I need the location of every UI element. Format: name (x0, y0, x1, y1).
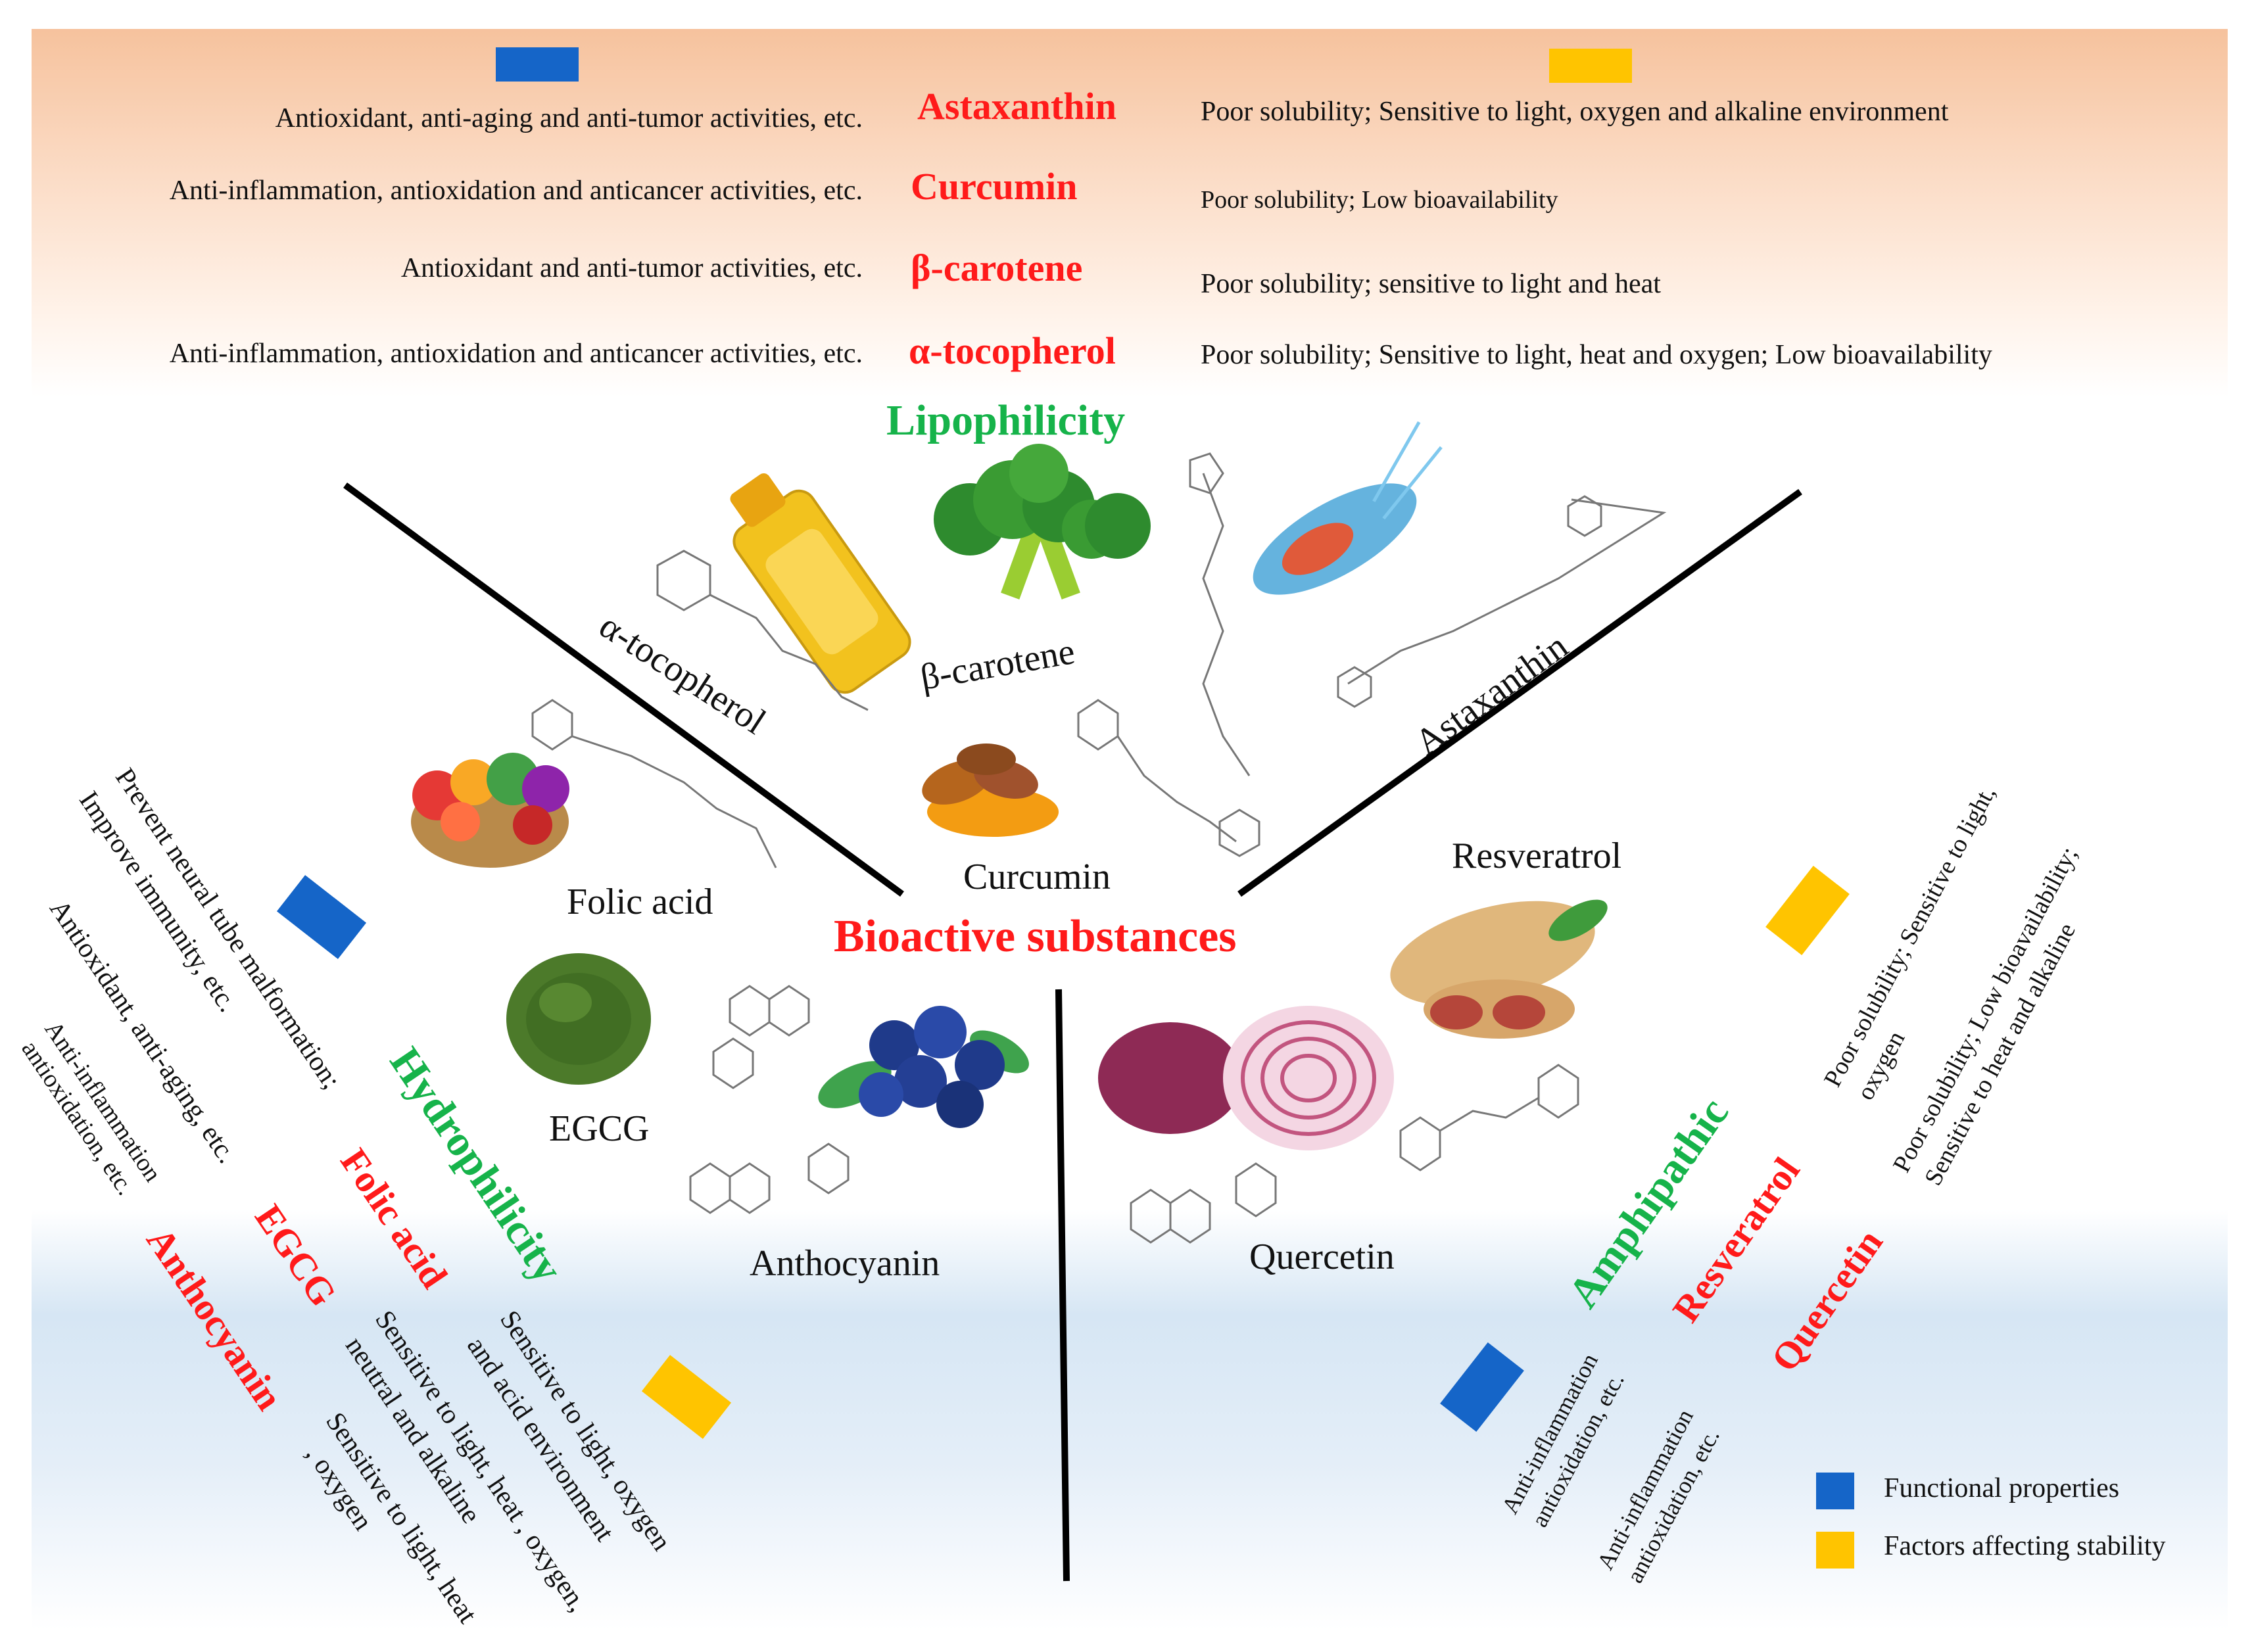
krill-image (1253, 421, 1443, 595)
label-resveratrol: Resveratrol (1452, 836, 1622, 876)
top-row-4-name: α-tocopherol (909, 329, 1116, 372)
top-functional-swatch (496, 47, 579, 82)
top-row-4-function: Anti-inflammation, antioxidation and ant… (169, 339, 863, 369)
divider-bottom (1055, 989, 1070, 1582)
legend-stability-swatch (1816, 1532, 1854, 1569)
oil-bottle-image (730, 473, 911, 694)
top-stability-swatch (1549, 49, 1632, 83)
resveratrol-structure (1399, 1116, 1441, 1171)
label-quercetin: Quercetin (1249, 1237, 1395, 1277)
astaxanthin-structure (1347, 498, 1667, 685)
top-background (32, 29, 2228, 397)
divider-left (343, 482, 904, 897)
turmeric-image (922, 743, 1059, 837)
top-row-4-stability: Poor solubility; Sensitive to light, hea… (1201, 340, 1992, 370)
label-egcg: EGCG (549, 1108, 650, 1149)
top-row-3-stability: Poor solubility; sensitive to light and … (1201, 269, 1661, 299)
top-row-1-name: Astaxanthin (917, 85, 1116, 128)
label-curcumin: Curcumin (963, 857, 1111, 897)
top-row-1-function: Antioxidant, anti-aging and anti-tumor a… (275, 103, 863, 133)
peanuts-image (1390, 899, 1608, 1039)
divider-right (1237, 488, 1802, 897)
top-row-2-stability: Poor solubility; Low bioavailability (1201, 186, 1558, 214)
legend-functional-swatch (1816, 1473, 1854, 1509)
quercetin-structure (1130, 1189, 1172, 1244)
onion-image (1098, 1006, 1394, 1150)
tocopherol-structure (656, 550, 711, 611)
top-row-1-stability: Poor solubility; Sensitive to light, oxy… (1201, 97, 1949, 127)
egcg-structure (729, 985, 771, 1037)
group-lipophilicity: Lipophilicity (886, 396, 1126, 444)
folic-structure (531, 699, 573, 751)
label-anthocyanin: Anthocyanin (750, 1243, 940, 1284)
legend-functional-label: Functional properties (1884, 1473, 2120, 1503)
legend-stability-label: Factors affecting stability (1884, 1531, 2166, 1561)
vegetables-image (411, 753, 569, 868)
top-row-2-function: Anti-inflammation, antioxidation and ant… (169, 176, 863, 206)
page-title: Bioactive substances (834, 911, 1237, 962)
anthocyanin-structure (689, 1162, 731, 1214)
label-folic-acid: Folic acid (567, 882, 713, 922)
broccoli-image (934, 444, 1151, 600)
top-row-3-name: β-carotene (911, 247, 1083, 289)
top-row-3-function: Antioxidant and anti-tumor activities, e… (400, 253, 863, 283)
top-row-2-name: Curcumin (911, 165, 1078, 208)
curcumin-structure (1077, 699, 1119, 751)
blueberries-image (818, 1006, 1029, 1128)
bottom-background (32, 1210, 2228, 1630)
carotene-structure (1202, 473, 1251, 776)
chemical-structures (531, 452, 1667, 1244)
green-tea-image (506, 953, 651, 1085)
